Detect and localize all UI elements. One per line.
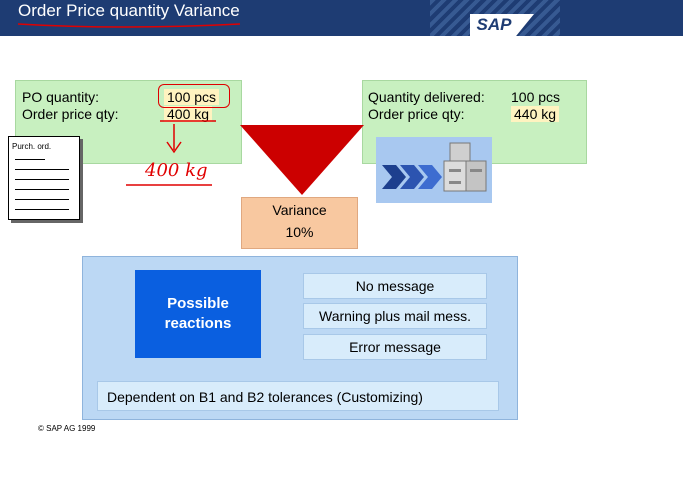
po-quantity-circle-annotation [158,84,230,108]
document-line [15,169,69,170]
document-line [15,189,69,190]
sap-logo-text: SAP [476,15,512,34]
error-message-option: Error message [303,334,487,360]
variance-value: 10% [285,224,314,240]
document-line [15,209,69,210]
order-price-qty-label: Order price qty: [368,106,465,122]
variance-box: Variance 10% [241,197,358,249]
chevrons-cabinet-icon [382,142,487,192]
document-line [15,199,69,200]
document-line [15,159,45,160]
variance-label: Variance [272,202,327,218]
tolerance-dependency-note: Dependent on B1 and B2 tolerances (Custo… [97,381,499,411]
document-line [15,179,69,180]
copyright-text: © SAP AG 1999 [38,424,96,433]
warning-mail-option: Warning plus mail mess. [303,303,487,329]
possible-reactions-box: Possible reactions [135,270,261,358]
po-quantity-value: 100 pcs [164,89,220,105]
purchase-order-document-icon: Purch. ord. [8,136,80,220]
goods-receipt-icon [376,137,492,203]
slide-title: Order Price quantity Variance [18,1,240,20]
po-quantity-label: PO quantity: [22,89,100,105]
handwritten-400kg-note: 400 kg [145,160,208,181]
sap-logo [470,14,534,36]
document-label: Purch. ord. [12,142,52,151]
no-message-option: No message [303,273,487,299]
header-bar: Order Price quantity Variance SAP [0,0,683,36]
order-price-qty-value: 440 kg [511,106,560,122]
order-price-qty-value: 400 kg [164,106,213,122]
order-price-qty-label: Order price qty: [22,106,119,122]
quantity-delivered-value: 100 pcs [511,89,561,105]
quantity-delivered-label: Quantity delivered: [368,89,485,105]
title-underline-annotation [17,23,241,28]
